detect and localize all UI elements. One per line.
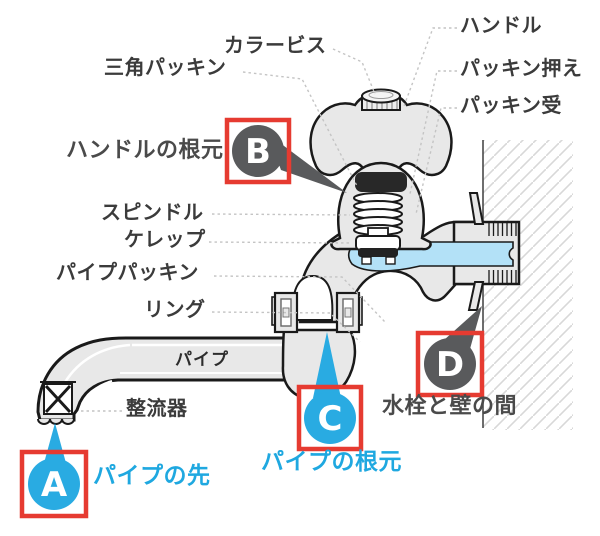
leader-lines	[80, 27, 457, 412]
marker-c-letter: C	[318, 399, 343, 439]
marker-c-pointer	[313, 332, 341, 398]
threads	[488, 223, 517, 283]
label-ring: リング	[144, 299, 206, 321]
label-spindle: スピンドル	[101, 202, 204, 224]
spout-pipe	[36, 336, 302, 425]
label-triangle-packing: 三角パッキン	[104, 57, 227, 79]
joint-nut	[271, 291, 363, 334]
aerator-insert	[40, 381, 76, 415]
label-packing-retainer: パッキン押え	[460, 58, 583, 80]
aerator-scalloped-tip	[37, 418, 75, 425]
label-pipe-packing: パイプパッキン	[56, 262, 199, 284]
label-handle: ハンドル	[460, 15, 542, 37]
wall-fin-upper	[468, 192, 485, 225]
label-aerator: 整流器	[126, 398, 188, 420]
marker-b[interactable]: B	[224, 117, 347, 193]
ring-part	[344, 307, 352, 318]
triangle-packing-part	[355, 172, 407, 192]
label-pipe-tip: パイプの先	[93, 462, 211, 488]
label-color-screw: カラービス	[224, 35, 327, 57]
label-handle-base: ハンドルの根元	[66, 137, 224, 162]
marker-c[interactable]: C	[296, 332, 364, 452]
marker-a[interactable]: A	[19, 423, 89, 519]
label-pipe: パイプ	[175, 350, 229, 369]
marker-d-letter: D	[436, 345, 464, 385]
color-screw-part	[361, 88, 401, 111]
marker-d[interactable]: D	[415, 306, 485, 398]
label-kerep: ケレップ	[124, 229, 206, 251]
wall-fin-lower	[467, 281, 485, 311]
label-faucet-wall-gap: 水栓と壁の間	[382, 393, 518, 418]
label-pipe-base: パイプの根元	[261, 448, 402, 474]
marker-a-letter: A	[41, 465, 68, 505]
label-packing-receiver: パッキン受	[460, 95, 562, 117]
kerep-part	[355, 227, 401, 265]
marker-b-letter: B	[245, 132, 271, 172]
